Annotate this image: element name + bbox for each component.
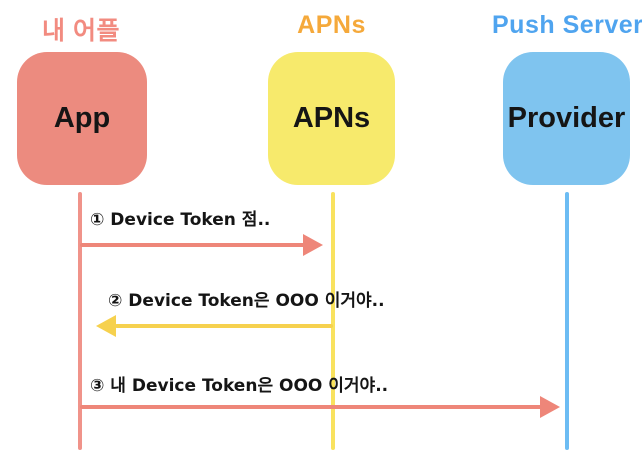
actor-box-app: App — [17, 52, 147, 185]
message-1-arrow-line — [80, 243, 306, 247]
message-3-label: ③ 내 Device Token은 OOO 이거야.. — [90, 376, 389, 396]
lifeline-app — [78, 192, 82, 450]
lifeline-provider — [565, 192, 569, 450]
message-2-arrowhead-left-icon — [96, 315, 116, 337]
message-2-arrow-line — [115, 324, 333, 328]
actor-box-label-app: App — [53, 102, 111, 134]
actor-box-label-provider: Provider — [507, 102, 626, 134]
actor-box-label-apns: APNs — [292, 102, 371, 134]
message-1-arrowhead-right-icon — [303, 234, 323, 256]
actor-box-apns: APNs — [268, 52, 395, 185]
message-3-arrowhead-right-icon — [540, 396, 560, 418]
actor-header-push-server: Push Server — [492, 11, 642, 39]
message-1-label: ① Device Token 점.. — [90, 210, 271, 230]
actor-header-app: 내 어플 — [42, 17, 120, 45]
message-2-label: ② Device Token은 OOO 이거야.. — [108, 291, 385, 311]
lifeline-apns — [331, 192, 335, 450]
message-3-arrow-line — [80, 405, 543, 409]
actor-box-provider: Provider — [503, 52, 630, 185]
actor-header-apns: APNs — [297, 11, 366, 39]
